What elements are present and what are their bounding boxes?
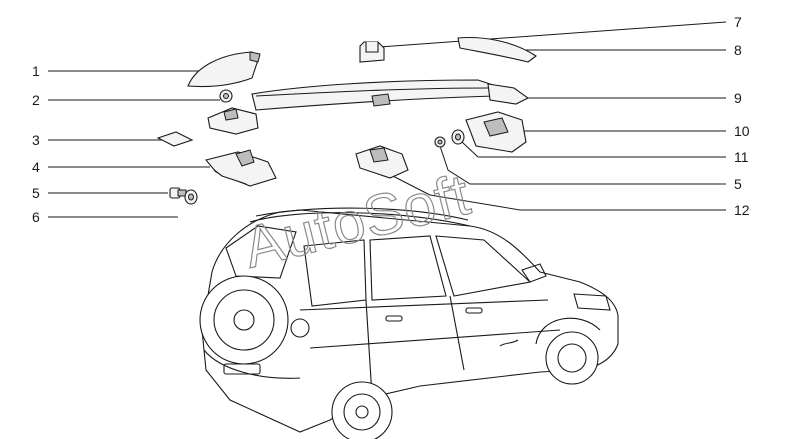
- callouts-right: 7 8 9 10 11 5 12: [734, 14, 750, 218]
- part-11-washer: [451, 129, 465, 145]
- part-8-end-cap: [457, 37, 537, 63]
- callout-2: 2: [32, 92, 40, 108]
- leader-7: [379, 21, 727, 48]
- leader-11: [461, 141, 479, 158]
- callout-5-left: 5: [32, 185, 40, 201]
- part-5-bolt-left: [169, 187, 187, 199]
- side-window-mid: [369, 235, 447, 301]
- callout-3: 3: [32, 132, 40, 148]
- callout-6: 6: [32, 209, 40, 225]
- part-4-bracket: [205, 149, 277, 187]
- part-1-end-cap: [187, 51, 261, 88]
- vehicle-illustration: [199, 207, 619, 439]
- part-12-bracket: [355, 145, 409, 179]
- part-7-clip: [359, 41, 385, 63]
- part-10-rear-foot: [465, 111, 527, 153]
- leader-5b: [439, 145, 726, 185]
- front-wheel: [545, 331, 599, 385]
- leader-12b: [429, 194, 521, 211]
- part-2-nut: [219, 89, 233, 103]
- callouts-left: 1 2 3 4 5 6: [32, 63, 40, 225]
- callout-1: 1: [32, 63, 40, 79]
- callout-10: 10: [734, 123, 750, 139]
- callout-4: 4: [32, 159, 40, 175]
- callout-8: 8: [734, 42, 742, 58]
- callout-12: 12: [734, 202, 750, 218]
- callout-7: 7: [734, 14, 742, 30]
- part-5-bolt-right: [434, 136, 446, 148]
- rear-window: [225, 225, 297, 279]
- callout-9: 9: [734, 90, 742, 106]
- part-3-gasket: [156, 131, 194, 147]
- front-foot: [207, 107, 259, 135]
- leader-lines: [48, 21, 727, 218]
- part-9-rail: [251, 79, 530, 111]
- part-6-washer: [184, 189, 198, 205]
- callout-11: 11: [734, 149, 749, 165]
- rear-wheel: [331, 381, 393, 439]
- spare-wheel: [199, 275, 289, 365]
- callout-5-right: 5: [734, 176, 742, 192]
